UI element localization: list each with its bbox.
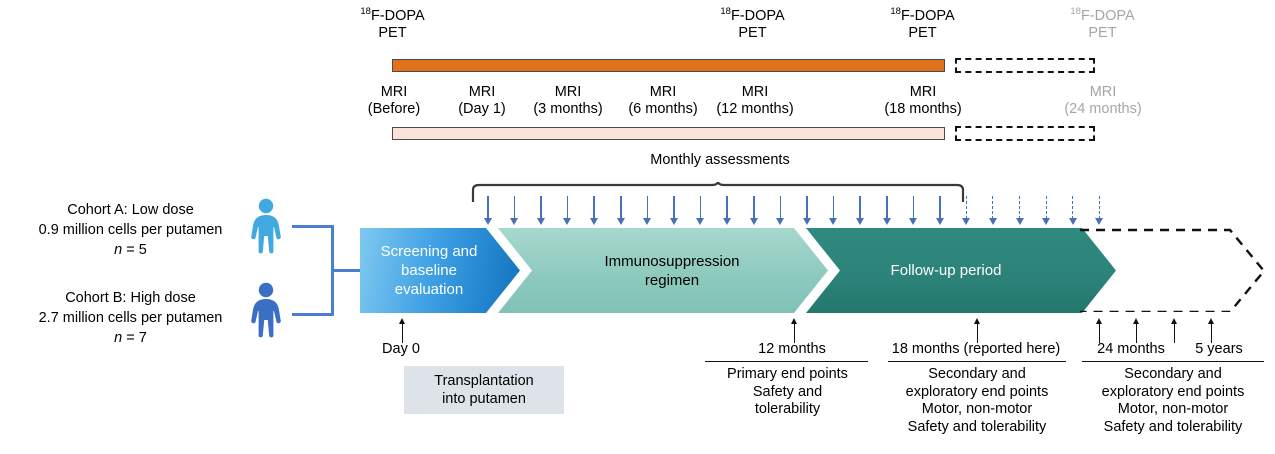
cohort-a-connector-line — [292, 225, 334, 228]
pet-isotope-sup: 18 — [890, 6, 901, 18]
arrow-stem — [1072, 196, 1074, 219]
endpoint-18m-rule — [888, 361, 1066, 363]
phase-screening-chevron[interactable]: Screening and baseline evaluation — [360, 228, 520, 313]
endpoint-5y-time-label: 5 years — [1195, 341, 1243, 357]
cohort-a-label: Cohort A: Low dose 0.9 million cells per… — [38, 202, 223, 258]
pet-isotope-sup: 18 — [360, 6, 371, 18]
phase-followup-chevron[interactable]: Follow-up period — [806, 228, 1116, 313]
monthly-assessments-label: Monthly assessments — [650, 152, 790, 168]
arrow-head — [1015, 218, 1024, 225]
monthly-assessments-brace — [471, 182, 965, 202]
endpoint-12m-time-label: 12 months — [758, 341, 826, 357]
phase-immunosuppression-label: Immunosuppression regimen — [604, 252, 740, 289]
arrow-stem — [992, 196, 994, 219]
cohort-connector-merge — [331, 269, 363, 272]
arrow-head — [589, 218, 598, 225]
arrow-head — [802, 218, 811, 225]
arrow-head — [563, 218, 572, 225]
arrow-head — [1042, 218, 1051, 225]
endpoint-24m-time-label: 24 months — [1097, 341, 1165, 357]
arrow-head — [483, 218, 492, 225]
arrow-head — [696, 218, 705, 225]
arrow-head — [1068, 218, 1077, 225]
pet-label-18m: 18F-DOPA PET — [860, 6, 985, 42]
endpoint-24m-5y-rule — [1082, 361, 1264, 363]
arrow-head — [510, 218, 519, 225]
arrow-head — [722, 218, 731, 225]
pet-label-baseline: 18F-DOPA PET — [330, 6, 455, 42]
arrow-head — [776, 218, 785, 225]
arrow-head — [749, 218, 758, 225]
arrow-stem — [1098, 196, 1100, 219]
arrow-head — [962, 218, 971, 225]
pet-isotope-sup: 18 — [1070, 6, 1081, 18]
arrow-stem — [1019, 196, 1020, 219]
arrow-head — [643, 218, 652, 225]
mri-timeline-bar-future — [955, 126, 1095, 141]
arrow-head — [536, 218, 545, 225]
day0-label: Day 0 — [382, 341, 420, 357]
phase-immunosuppression-chevron[interactable]: Immunosuppression regimen — [498, 228, 828, 313]
phase-screening-label: Screening and baseline evaluation — [380, 243, 478, 298]
mri-label-24m-future: MRI (24 months) — [1064, 84, 1142, 117]
pet-timeline-bar — [392, 59, 945, 72]
cohort-b-person-icon — [251, 282, 281, 338]
pet-isotope-sup: 18 — [720, 6, 731, 18]
phase-followup-label: Follow-up period — [890, 262, 1002, 279]
arrow-head — [1095, 218, 1104, 225]
arrow-head — [988, 218, 997, 225]
pet-tracer-name: F-DOPA — [370, 8, 425, 24]
endpoint-24m-5y-details: Secondary and exploratory end points Mot… — [1101, 366, 1245, 435]
pet-label-12m: 18F-DOPA PET — [690, 6, 815, 42]
endpoint-12m-details: Primary end points Safety and tolerabili… — [727, 366, 848, 417]
mri-label-before: MRI (Before) — [367, 84, 421, 117]
arrow-head — [935, 218, 944, 225]
arrow-head — [669, 218, 678, 225]
mri-label-day1: MRI (Day 1) — [458, 84, 506, 117]
mri-label-18m: MRI (18 months) — [884, 84, 962, 117]
arrow-head — [882, 218, 891, 225]
endpoint-18m-details: Secondary and exploratory end points Mot… — [905, 366, 1049, 435]
arrow-head — [855, 218, 864, 225]
arrow-stem — [1045, 196, 1047, 219]
mri-label-12m: MRI (12 months) — [716, 84, 794, 117]
pet-modality: PET — [1088, 25, 1117, 41]
endpoint-18m-time-label: 18 months (reported here) — [891, 341, 1061, 357]
pet-tracer-name: F-DOPA — [1080, 8, 1135, 24]
arrow-head — [829, 218, 838, 225]
pet-timeline-bar-future — [955, 58, 1095, 73]
pet-modality: PET — [378, 25, 407, 41]
pet-tracer-name: F-DOPA — [900, 8, 955, 24]
cohort-b-label: Cohort B: High dose 2.7 million cells pe… — [38, 290, 223, 346]
endpoint-12m-rule — [705, 361, 868, 363]
cohort-b-connector-line — [292, 313, 334, 316]
mri-timeline-bar — [392, 127, 945, 140]
arrow-head — [616, 218, 625, 225]
phase-extension-chevron-future[interactable] — [1078, 227, 1268, 312]
cohort-a-person-icon — [251, 198, 281, 254]
mri-label-3m: MRI (3 months) — [533, 84, 603, 117]
pet-tracer-name: F-DOPA — [730, 8, 785, 24]
pet-modality: PET — [738, 25, 767, 41]
pet-label-24m-future: 18F-DOPA PET — [1040, 6, 1165, 42]
arrow-head — [909, 218, 918, 225]
mri-label-6m: MRI (6 months) — [628, 84, 698, 117]
pet-modality: PET — [908, 25, 937, 41]
